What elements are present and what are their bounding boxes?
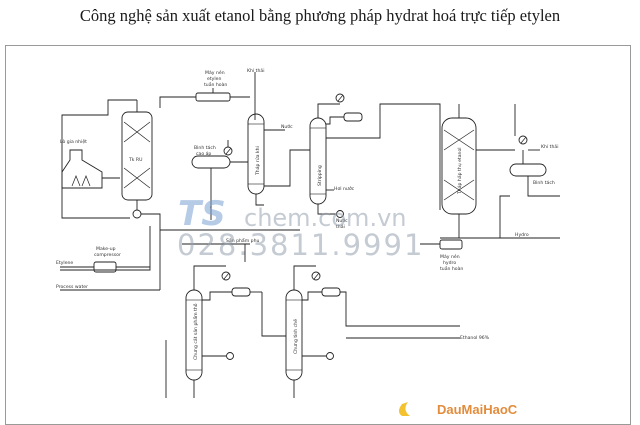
scrubber-label: Tháp rửa khí [254,145,261,176]
water-out-l1: Nước [336,217,348,224]
page-title: Công nghệ sản xuất etanol bằng phương ph… [79,6,561,25]
furnace-label: Lò gia nhiệt [60,138,87,145]
feed-line [60,226,151,271]
water-in-label: Nước [281,123,293,130]
makeup-compressor [60,230,161,291]
separator-l1: Bình tách [194,144,216,151]
sep-right-label: Bình tách [533,179,555,186]
col2-label: Chưng tinh chế [292,319,299,354]
water-out-l2: thải [336,223,345,230]
hp-separator [191,140,248,220]
ethylene-label: Etylene [56,260,73,266]
footer-moon-icon [399,402,410,416]
footer-text: DauMaiHaoC [437,402,518,417]
watermark-site: chem.com.vn [244,204,407,232]
absorber-column [441,104,515,238]
steam-label: Hơi nước [334,185,355,192]
recycle-comp-l1: Máy nén [205,69,225,76]
recycle-line [61,99,137,219]
stripper-label: Stripping [317,165,323,186]
reactor-outlet-line [141,213,248,231]
ethanol-out-label: Ethanol 96% [460,335,490,341]
absorber-label: Tháp hấp thụ etanol [456,147,463,195]
reactor-label: Tk RU [128,157,142,163]
watermark-logo: TS [178,194,226,234]
vent-top-label: Khí thải [247,67,264,74]
h2-comp-l2: hydro [443,260,456,266]
recycle-comp-l2: etylen [207,76,221,82]
separator-l2: cao áp [196,150,211,157]
slide: Công nghệ sản xuất etanol bằng phương ph… [5,6,631,425]
process-flow-diagram: Lò gia nhiệt Tk RU Máy nén etylen tuần h… [56,67,560,398]
refining-column [261,265,460,398]
crude-distillation-column [165,244,262,398]
scrubber-column [247,113,285,206]
h2-comp-l3: tuần hoàn [440,264,463,272]
scrubber-to-stripper [264,149,310,187]
col1-label: Chưng cất sản phẩm thô [192,303,199,360]
hydro-label: Hydro [515,232,529,238]
makeup-l2: compressor [94,252,121,258]
makeup-l1: Make-up [96,246,116,252]
vent-right-label: Khí thải [541,143,558,150]
recycle-comp-l3: tuần hoàn [204,80,227,88]
process-water-label: Process water [56,284,88,290]
by-product-label: Sản phẩm phụ [226,237,260,244]
right-separator [499,104,560,238]
watermark-phone: 028.3811.9991 [177,228,425,262]
furnace [61,149,120,189]
recycle-compressor [159,88,250,108]
h2-comp-l1: Máy nén [440,253,460,260]
reactor [121,100,153,219]
stripping-column [309,93,441,218]
h2-compressor [420,239,463,250]
